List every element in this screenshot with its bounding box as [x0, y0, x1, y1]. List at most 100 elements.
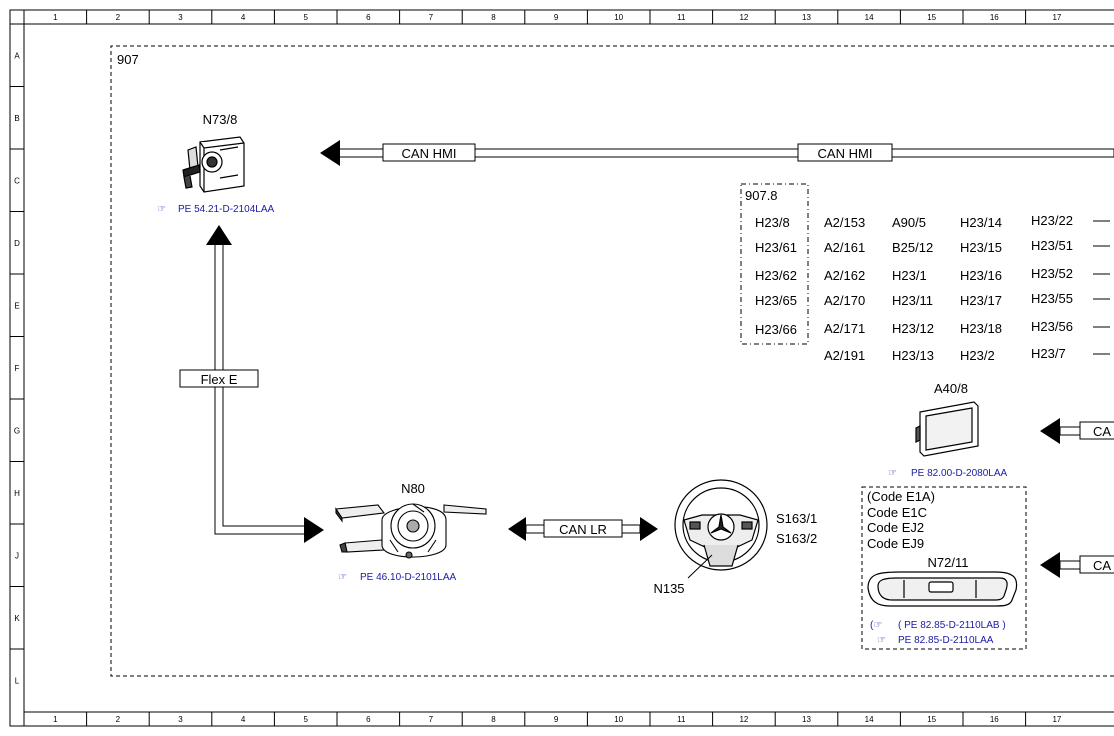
n80-ref[interactable]: PE 46.10-D-2101LAA [360, 572, 457, 583]
head-unit-display-icon [915, 401, 979, 457]
component-code: H23/11 [892, 293, 933, 308]
component-code: H23/55 [1031, 291, 1073, 306]
column-number-bottom: 2 [116, 715, 121, 724]
group-907-8-item: H23/66 [755, 322, 797, 337]
n72-11-ref-2[interactable]: PE 82.85-D-2110LAA [898, 635, 994, 646]
component-code: H23/15 [960, 240, 1002, 255]
column-number-top: 1 [53, 13, 58, 22]
component-code: A2/170 [824, 293, 865, 308]
column-number-top: 13 [802, 13, 811, 22]
n72-11-code-4: Code EJ9 [867, 536, 924, 551]
column-number-bottom: 3 [178, 715, 183, 724]
steering-wheel-icon [674, 479, 768, 571]
region-907-label: 907 [117, 52, 139, 67]
row-letter: D [14, 239, 20, 248]
column-number-bottom: 15 [927, 715, 936, 724]
a40-8-ref-icon: ☞ [888, 468, 897, 479]
component-code: H23/7 [1031, 346, 1066, 361]
can-hmi-label-left: CAN HMI [402, 146, 457, 161]
can-hmi-arrowhead [320, 140, 340, 166]
component-code: H23/12 [892, 321, 934, 336]
row-letter: G [14, 426, 20, 435]
can-partial-g-arrowhead [1040, 418, 1060, 444]
component-code: A2/153 [824, 215, 865, 230]
ignition-switch-icon [182, 136, 245, 193]
component-code: H23/14 [960, 215, 1002, 230]
column-number-top: 16 [990, 13, 999, 22]
column-number-bottom: 10 [614, 715, 623, 724]
column-number-bottom: 4 [241, 715, 246, 724]
drawing-frame: 1122334455667788991010111112121313141415… [9, 9, 1114, 727]
n72-11-ref-1-icon: (☞ [870, 620, 882, 631]
n73-8-ref-icon: ☞ [157, 204, 166, 215]
can-lr-bus: CAN LR [508, 517, 658, 541]
column-number-bottom: 1 [53, 715, 58, 724]
component-code: H23/18 [960, 321, 1002, 336]
a40-8-component: A40/8 ☞ PE 82.00-D-2080LAA [888, 381, 1008, 479]
component-code: H23/17 [960, 293, 1002, 308]
n135-label: N135 [653, 581, 684, 596]
component-code: A2/171 [824, 321, 865, 336]
column-number-top: 12 [739, 13, 748, 22]
column-number-bottom: 12 [739, 715, 748, 724]
component-code: H23/56 [1031, 319, 1073, 334]
column-number-top: 4 [241, 13, 246, 22]
row-letter: H [14, 489, 20, 498]
n72-11-code-3: Code EJ2 [867, 520, 924, 535]
column-number-top: 10 [614, 13, 623, 22]
column-number-top: 8 [491, 13, 496, 22]
group-907-8-column-lists: A2/153A2/161A2/162A2/170A2/171A2/191A90/… [824, 213, 1110, 363]
n72-11-code-2: Code E1C [867, 505, 927, 520]
can-hmi-bus: CAN HMI CAN HMI [320, 140, 1114, 166]
row-letter: J [15, 551, 19, 560]
n72-11-ref-1[interactable]: ( PE 82.85-D-2110LAB ) [898, 620, 1006, 631]
flex-e-arrowhead-right [304, 517, 324, 543]
flex-e-arrowhead-up [206, 225, 232, 245]
can-partial-j-label: CA [1093, 558, 1111, 573]
can-lr-label: CAN LR [559, 522, 607, 537]
column-number-bottom: 6 [366, 715, 371, 724]
n73-8-label: N73/8 [203, 112, 238, 127]
component-code: H23/13 [892, 348, 934, 363]
row-letter: L [15, 676, 20, 685]
n73-8-ref[interactable]: PE 54.21-D-2104LAA [178, 204, 275, 215]
s163-1-label: S163/1 [776, 511, 817, 526]
flex-e-label: Flex E [201, 372, 238, 387]
flex-e-bus: Flex E [179, 225, 324, 543]
group-907-8-title: 907.8 [745, 188, 778, 203]
n72-11-code-1: (Code E1A) [867, 489, 935, 504]
row-letter: K [14, 614, 20, 623]
column-number-bottom: 14 [865, 715, 874, 724]
column-number-bottom: 11 [677, 715, 686, 724]
column-number-top: 7 [429, 13, 434, 22]
group-907-8-item: H23/65 [755, 293, 797, 308]
n135-component: N135 S163/1 S163/2 [653, 479, 817, 596]
n80-component: N80 ☞ PE 46.10-D-2101LAA [335, 481, 487, 583]
n72-11-group: (Code E1A) Code E1C Code EJ2 Code EJ9 N7… [861, 486, 1027, 650]
column-number-bottom: 8 [491, 715, 496, 724]
group-907-8-item: H23/62 [755, 268, 797, 283]
column-number-bottom: 17 [1052, 715, 1061, 724]
component-code: H23/1 [892, 268, 927, 283]
component-code: A2/161 [824, 240, 865, 255]
can-partial-g-label: CA [1093, 424, 1111, 439]
can-partial-j-arrowhead [1040, 552, 1060, 578]
a40-8-ref[interactable]: PE 82.00-D-2080LAA [911, 468, 1008, 479]
row-letter: A [14, 51, 20, 60]
can-lr-arrowhead-left [508, 517, 526, 541]
can-bus-partial-g: CA [1040, 418, 1114, 444]
column-number-top: 14 [865, 13, 874, 22]
component-code: H23/52 [1031, 266, 1073, 281]
n72-11-ref-2-icon: ☞ [877, 635, 886, 646]
component-code: H23/2 [960, 348, 995, 363]
n135-leader [687, 554, 713, 579]
component-code: A90/5 [892, 215, 926, 230]
component-code: H23/16 [960, 268, 1002, 283]
can-bus-partial-j: CA [1040, 552, 1114, 578]
column-number-top: 6 [366, 13, 371, 22]
column-number-top: 17 [1052, 13, 1061, 22]
n80-ref-icon: ☞ [338, 572, 347, 583]
